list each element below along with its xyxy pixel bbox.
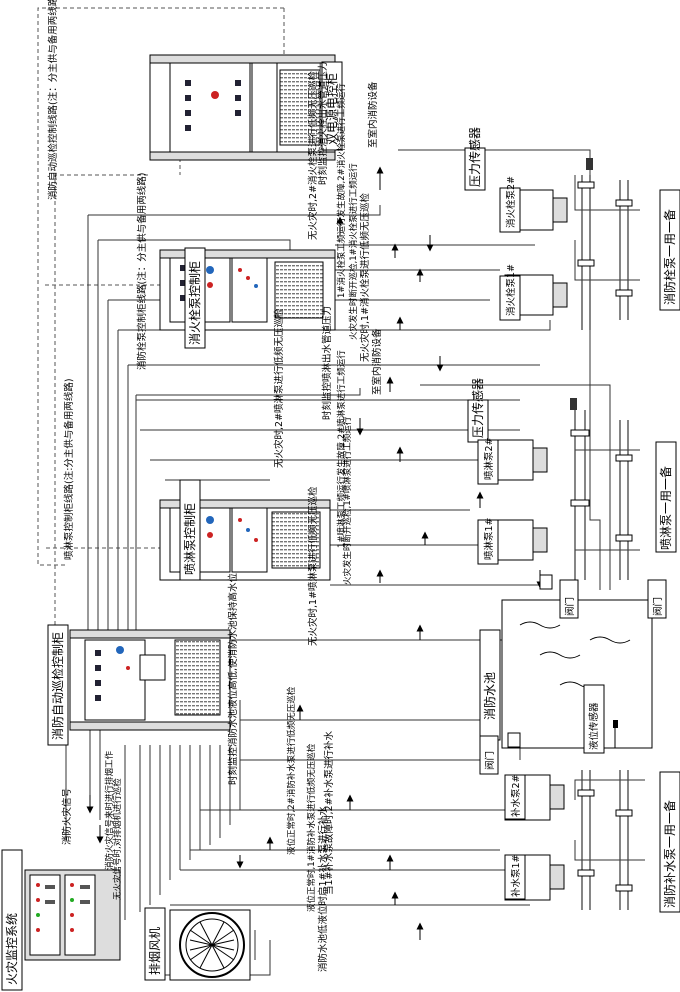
smoke-fan-label: 排烟风机 (148, 927, 162, 975)
hydrant-to-indoor: 至室内消防设备 (367, 81, 379, 148)
hydrant-pump1: 消火栓泵1# (505, 264, 517, 316)
fire-alarm-panel (24, 869, 121, 961)
hydrant-line-note: 消防栓泵控制柜线路(注：分主供与备用两线路) (136, 173, 148, 370)
labels: 火灾监控系统 排烟风机 消防火灾信号 消防火灾信号来时进行排烟工作 消防自动巡检… (4, 0, 677, 985)
sprinkler-to-indoor: 至室内消防设备 (371, 328, 383, 395)
hydrant-pump2: 消火栓泵2# (505, 176, 517, 228)
hydrant-no-fire-1: 无火灾时,1#消火栓泵进行低频无压巡检 (359, 192, 371, 362)
hydrant-monitor: 时刻监控消火栓出水管道压力 (317, 61, 329, 185)
water-tank (501, 599, 653, 749)
sprinkler-group: 喷淋泵一用一备 (659, 466, 673, 550)
makeup-low-level-1: 液位正常时,1#消防补水泵进行低频无压巡检 (306, 743, 317, 912)
fire-tour-cabinet (69, 629, 231, 731)
fire-alarm-system-label: 火灾监控系统 (4, 913, 19, 985)
tour-line-note: 消防自动巡检控制线路(注：分主供与备用两线路) (47, 0, 59, 200)
smoke-fan (169, 909, 251, 981)
pump-motors (532, 197, 568, 890)
pool-no-fire-1: 无火灾时,1#喷淋泵进行低频无压巡检 (307, 486, 319, 646)
pool-valve-right: 阀门 (652, 597, 664, 616)
fire-tour-cabinet-label: 消防自动巡检控制柜 (50, 632, 65, 740)
hydrant-fault: 1#消火栓泵工频运行发生故障,2#消火栓泵进行工频运行 (336, 83, 347, 298)
sprinkler-monitor: 时刻监控喷淋出水管道压力 (321, 306, 333, 420)
dual-power-cabinet (149, 54, 336, 161)
dashed-control-lines (37, 7, 285, 625)
valves (507, 181, 633, 892)
sprinkler-fault: 1#喷淋泵工频运行发生故障,2#喷淋泵进行工频运行 (336, 350, 347, 548)
sprinkler-pump1: 喷淋泵1# (483, 517, 495, 560)
makeup-low-level-2: 液位正常时,2#消防补水泵进行低频无压巡检 (286, 686, 297, 855)
makeup-group: 消防补水泵一用一备 (662, 800, 677, 908)
label-boxes (1, 61, 680, 991)
dual-power-label: 双电源电控柜 (325, 73, 339, 145)
makeup-pump2: 补水泵2# (510, 774, 522, 817)
signal-arrows (86, 166, 544, 940)
sprinkler-line-note: 喷淋泵控制柜线路(注:分主供与备用两线路) (63, 378, 75, 560)
hydrant-fire-open: 火灾发生时断开巡检,1#消火栓泵进行工频运行 (348, 163, 359, 340)
makeup-pump1: 补水泵1# (510, 854, 522, 897)
sprinkler-fire-open: 火灾发生时断开巡检,1#喷淋泵进行工频运行 (342, 416, 353, 585)
sprinkler-no-fire-2: 无火灾时,2#喷淋泵进行低频无压巡检 (273, 308, 285, 468)
sprinkler-valve: 阀门 (564, 597, 576, 616)
makeup-low-water: 消防水池低液位时启1#补水泵进行补水 (317, 805, 329, 972)
hydrant-no-fire-2: 无火灾时,2#消火栓泵进行低频无压巡检 (307, 70, 319, 240)
pipe-risers (574, 175, 629, 910)
sprinkler-pump2: 喷淋泵2# (483, 437, 495, 480)
pressure-gauges (570, 158, 593, 410)
fire-signal-fan-label: 消防火灾信号来时进行排烟工作 (104, 750, 115, 870)
makeup-fault: 当1#补水泵故障时,2#补水泵进行补水 (323, 730, 335, 895)
sprinkler-pressure-sensor: 压力传感器 (470, 378, 485, 438)
hydrant-pressure-sensor: 压力传感器 (467, 127, 482, 187)
hydrant-ctrl-label: 消火栓泵控制柜 (187, 261, 202, 345)
pool-tank: 消防水池 (482, 672, 497, 720)
pool-monitor: 时刻监控消防水池液位高低,使消防水池保持高水位 (227, 572, 239, 785)
sprinkler-ctrl-label: 喷淋泵控制柜 (183, 503, 197, 575)
pool-level-sensor: 液位传感器 (588, 702, 600, 750)
fire-signal-label: 消防火灾信号 (61, 788, 73, 845)
makeup-fan-note: 无火灾信号时,对排烟机进行巡检 (112, 778, 123, 900)
pool-valve: 阀门 (484, 751, 496, 770)
hydrant-group: 消防栓泵一用一备 (662, 209, 677, 305)
